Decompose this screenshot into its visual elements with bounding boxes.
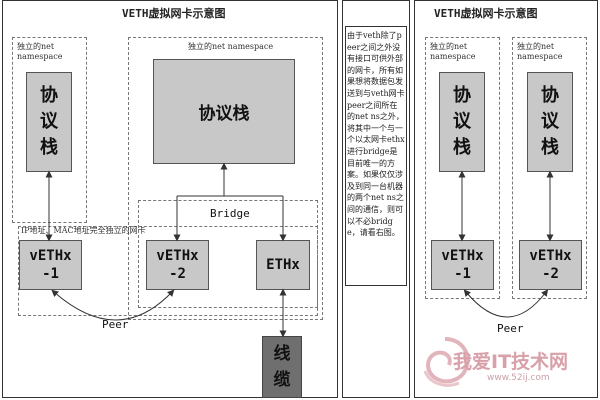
- right-nic-vethx-1-line2: -1: [454, 266, 471, 282]
- left-namespace-label: 独立的net namespace: [17, 42, 63, 61]
- right-namespace-label: 独立的net namespace: [188, 42, 274, 51]
- nic-ethx-label: ETHx: [266, 257, 300, 273]
- right-nic-vethx-2-line1: vETHx: [529, 248, 572, 264]
- left-stack-char-1: 协: [40, 85, 58, 106]
- right-nic-vethx-2: vETHx -2: [519, 240, 582, 290]
- watermark-url: www.52ij.com: [487, 373, 550, 383]
- right-left-protocol-stack: 协 议 栈: [439, 72, 485, 172]
- left-stack-char-2: 议: [40, 111, 58, 132]
- note-box: [345, 26, 407, 286]
- peer-curve-left: [51, 289, 175, 321]
- right-namespace-box: [128, 37, 323, 320]
- right-left-namespace-box: [425, 37, 500, 299]
- ip-mac-label: IP地址、MAC地址完全独立的网卡: [21, 226, 146, 235]
- watermark-swirl-icon: [423, 337, 470, 387]
- right-left-namespace-label: 独立的net namespace: [430, 42, 476, 61]
- right-left-stack-char-2: 议: [453, 111, 471, 132]
- right-right-namespace-label: 独立的net namespace: [517, 42, 563, 61]
- right-right-protocol-stack: 协 议 栈: [527, 72, 573, 172]
- right-diagram-title: VETH虚拟网卡示意图: [434, 7, 538, 20]
- left-protocol-stack: 协 议 栈: [26, 72, 72, 172]
- nic-vethx-1: vETHx -1: [19, 240, 82, 290]
- nic-vethx-1-line1: vETHx: [29, 248, 72, 264]
- right-diagram-frame: [414, 0, 598, 398]
- cable-char-2: 缆: [273, 370, 291, 390]
- nic-vethx-2: vETHx -2: [146, 240, 209, 290]
- right-right-namespace-box: [512, 37, 587, 299]
- right-left-stack-char-1: 协: [453, 85, 471, 106]
- nic-ethx: ETHx: [256, 240, 310, 290]
- bridge-label: Bridge: [210, 207, 250, 220]
- right-nic-vethx-2-line2: -2: [542, 266, 559, 282]
- watermark-logo-text: 我爱IT技术网: [453, 351, 569, 373]
- peer-label-right: Peer: [497, 322, 524, 335]
- right-right-stack-char-1: 协: [541, 85, 559, 106]
- nic-vethx-2-line1: vETHx: [156, 248, 199, 264]
- ip-mac-region: [18, 226, 318, 316]
- right-nic-vethx-1: vETHx -1: [431, 240, 494, 290]
- left-stack-char-3: 栈: [40, 137, 58, 158]
- peer-curve-right: [463, 289, 549, 318]
- right-nic-vethx-1-line1: vETHx: [441, 248, 484, 264]
- cable-box: 线 缆: [262, 336, 302, 398]
- note-text: 由于veth除了peer之间之外没有接口可供外部的网卡，所有如果想将数据包发送到…: [347, 31, 405, 238]
- nic-vethx-2-line2: -2: [169, 266, 186, 282]
- nic-vethx-1-line2: -1: [42, 266, 59, 282]
- right-stack-label: 协议栈: [198, 104, 250, 124]
- right-right-stack-char-2: 议: [541, 111, 559, 132]
- right-left-stack-char-3: 栈: [453, 137, 471, 158]
- left-diagram-title: VETH虚拟网卡示意图: [122, 7, 226, 20]
- cable-char-1: 线: [273, 344, 291, 364]
- peer-label-left: Peer: [102, 318, 129, 331]
- right-right-stack-char-3: 栈: [541, 137, 559, 158]
- watermark-logo: 我爱IT技术网 www.52ij.com: [415, 325, 595, 397]
